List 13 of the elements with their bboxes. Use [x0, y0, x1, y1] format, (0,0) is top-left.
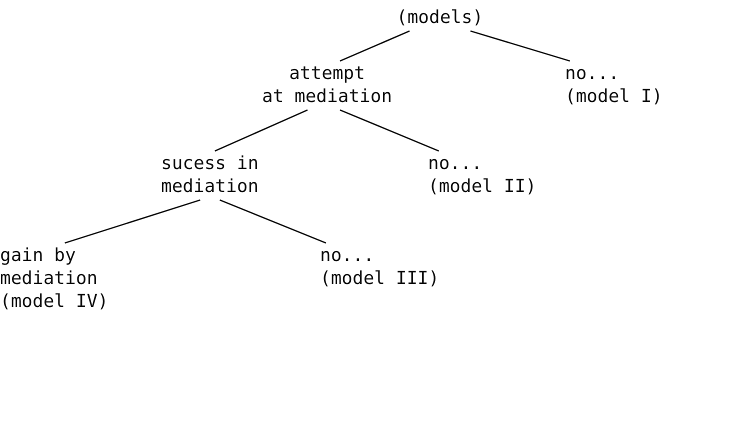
tree-branch-line: [220, 199, 326, 244]
tree-node-label: (models): [396, 6, 484, 29]
tree-branch-line: [64, 199, 200, 244]
tree-node-label: gain by mediation (model IV): [0, 244, 108, 313]
tree-branch-line: [214, 109, 308, 152]
tree-branch-line: [470, 30, 570, 62]
tree-node-label: no... (model I): [565, 62, 663, 108]
tree-node-label: attempt at mediation: [262, 62, 392, 108]
tree-node-label: no... (model III): [320, 244, 440, 290]
tree-node-label: no... (model II): [428, 152, 536, 198]
tree-branch-line: [340, 109, 440, 152]
tree-branch-line: [340, 30, 410, 62]
tree-node-label: sucess in mediation: [161, 152, 259, 198]
